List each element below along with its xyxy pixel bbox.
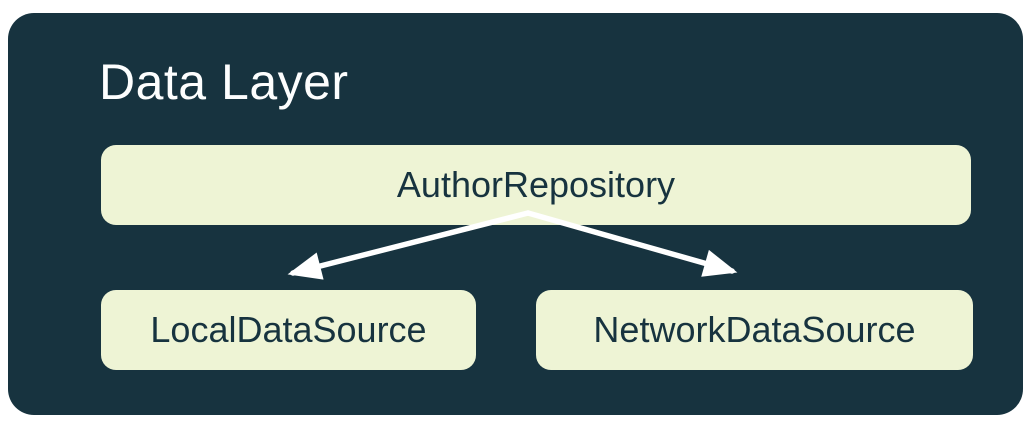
node-local-data-source-label: LocalDataSource <box>150 309 427 350</box>
node-author-repository: AuthorRepository <box>101 145 971 225</box>
data-layer-container: Data Layer AuthorRepository LocalDataSou… <box>8 13 1023 415</box>
node-local-data-source: LocalDataSource <box>101 290 476 370</box>
node-author-repository-label: AuthorRepository <box>396 164 676 205</box>
node-network-data-source: NetworkDataSource <box>536 290 973 370</box>
node-network-data-source-label: NetworkDataSource <box>593 309 916 350</box>
diagram-title: Data Layer <box>99 54 349 110</box>
